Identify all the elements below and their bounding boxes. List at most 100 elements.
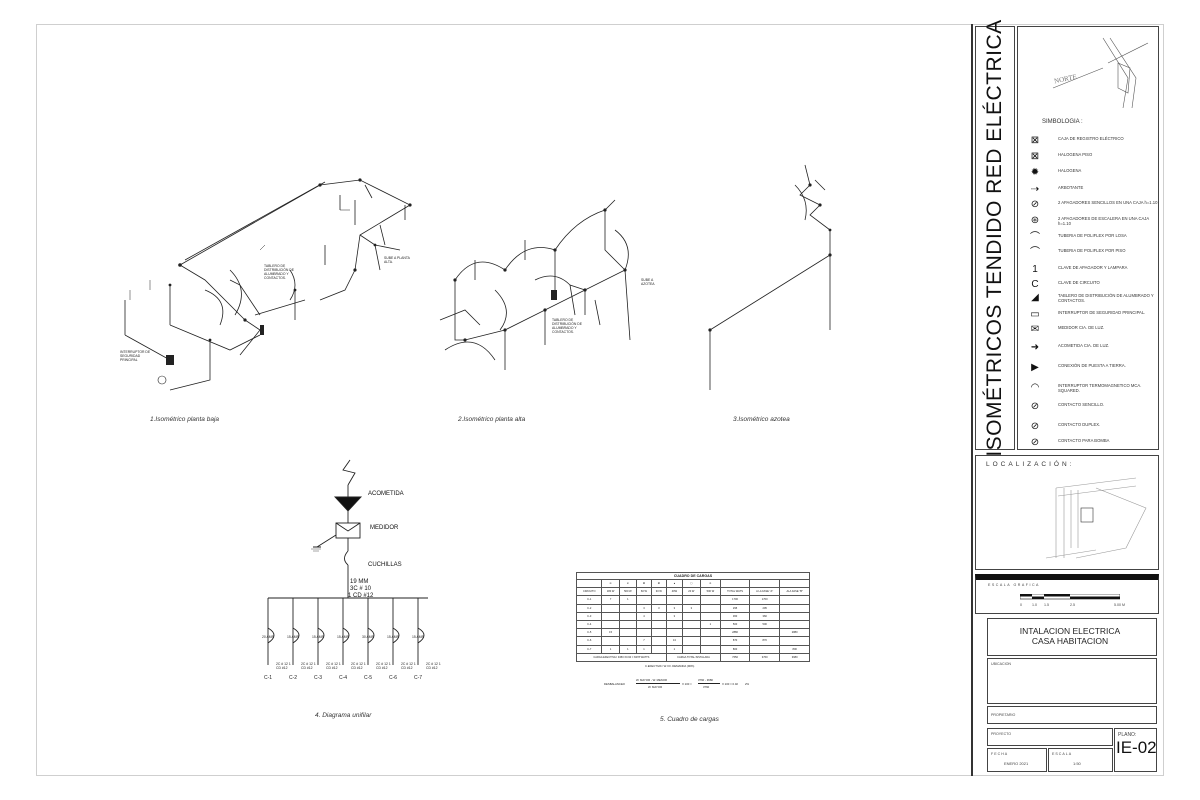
load-table-cell [618,603,637,613]
load-table-cell: 1700 [720,595,750,605]
legend-item: ◢TABLERO DE DISTRIBUCIÓN DE ALUMBRADO Y … [1018,292,1160,306]
single-outlet-icon: ⊘ [1030,401,1040,412]
symbol-sconce-icon: ▢ [682,578,701,589]
load-table-cell: 3 [650,603,667,613]
load-table-cell: 1 [618,644,637,654]
load-table-cell: 1 [699,619,722,630]
propietario-box: PROPIETARIO [987,706,1157,724]
single-line-diagram [267,459,428,665]
formula-denominator: W. MAYOR [648,685,663,689]
scale-tick-1: 1.0 [1032,603,1037,607]
ground-connection-icon: ▶ [1031,362,1039,373]
scale-tick-0: 0 [1020,603,1022,607]
load-table-cell [635,595,652,605]
load-table-cell: 15 [601,628,620,638]
project-title-line1: INTALACION ELECTRICA [1019,626,1121,636]
legend-item-label: 2 APAGADORES DE ESCALERA EN UNA CAJA h=1… [1058,216,1149,226]
load-table-cell [779,603,810,613]
breaker-amp-1: 20 AMP [262,635,274,639]
load-footer-total: 7650 [720,652,750,662]
circuit-label-6: C-6 [389,675,398,681]
load-header: 40W [665,587,684,597]
load-footer-efectiva: CARGA EFECTIVA= 9450 X0.90 = 8478 WATTS [576,652,667,662]
load-table-cell: 3 [665,611,684,621]
load-table-cell: 2880 [779,628,810,638]
legend-item: ⊘CONTACTO DUPLEX. [1018,421,1160,435]
circuit-label-2: C-2 [289,675,298,681]
breaker-wire-4: 2C # 12 1 CD #12 [351,662,366,670]
legend-item: ⊠HALOGENA PISO [1018,151,1160,165]
load-table-cell [635,619,652,630]
localizacion-label: LOCALIZACIÓN: [986,461,1075,468]
iso-alta-tag-sube: SUBE A AZOTEA [641,278,655,286]
load-table-cell [682,595,701,605]
load-table-cell [665,628,684,638]
load-table-cell: C-7 [575,644,603,654]
load-table-cell [699,636,722,646]
meter-icon: ✉ [1030,324,1040,335]
load-table-cell: 500 [748,619,781,630]
formula-numerator: W. MAYOR - W. MENOR [636,678,668,682]
isometric-roof-drawing [708,164,832,390]
breaker-wire-2: 2C # 12 1 CD #12 [301,662,316,670]
legend-item: ⊛2 APAGADORES DE ESCALERA EN UNA CAJA h=… [1018,215,1160,229]
load-table-cell: 3 [682,603,701,613]
load-table-cell [601,603,620,613]
circuit-label-3: C-3 [314,675,323,681]
formula-values-denominator: 3760 [703,685,710,689]
load-table-cell: 800 [779,644,810,654]
load-table-cell [665,595,684,605]
iso-baja-tag-tablero: TABLERO DE DISTRIBUCIÓN DE ALUMBRADO Y C… [264,264,294,280]
load-table-cell: 360 [748,611,781,621]
load-header: A LA FASE "A" [748,587,781,597]
plano-label: PLANO: [1118,732,1137,738]
load-header: CIRCUITO [575,587,603,597]
load-header: 20 W [682,587,701,597]
breaker-amp-2: 15 AMP [287,635,299,639]
plano-box: PLANO: [1114,728,1157,772]
load-header: 180 W [601,587,620,597]
breaker-amp-7: 15 AMP [412,635,424,639]
propietario-label: PROPIETARIO [991,713,1016,717]
desbalanceo-label: DESBALANCEO [604,682,625,686]
legend-item-label: MEDIDOR CIA. DE LUZ. [1058,325,1105,330]
load-header: TOTAL WATS [720,587,750,597]
legend-item-label: CONTACTO DUPLEX. [1058,422,1101,427]
load-table-cell [618,611,637,621]
escala-label: ESCALA [1052,752,1073,756]
load-table-cell [779,619,810,630]
proyecto-label: PROYECTO [991,732,1012,736]
graphic-scale-bar [1020,594,1120,600]
escala-grafica-label: ESCALA GRAFICA [988,583,1040,587]
load-table-cell: C-2 [575,603,603,613]
formula-values-numerator: 3760 - 3680 [698,678,713,682]
load-footer-label: CARGA TOTAL INSTALADA [665,652,722,662]
load-table-cell [650,619,667,630]
breaker-wire-1: 2C # 12 1 CD #12 [276,662,291,670]
load-table-cell [682,636,701,646]
legend-item-label: ACOMETIDA CIA. DE LUZ. [1058,343,1110,348]
legend-item: ⊘CONTACTO SENCILLO. [1018,401,1160,415]
symbol-halogen-icon: ● [665,578,684,589]
load-table-cell: C-5 [575,628,603,638]
breaker-amp-3: 15 AMP [312,635,324,639]
legend-item: ✹HALOGENA [1018,167,1160,181]
legend-item-label: INTERRUPTOR TERMOMAGNETICO MCA. SQUARED. [1058,383,1142,393]
legend-item-label: INTERRUPTOR DE SEGURIDAD PRINCIPAL. [1058,310,1146,315]
slab-conduit-icon: ⌒ [1030,232,1040,243]
legend-item-label: CONTACTO PARA BOMBA [1058,438,1110,443]
isometric-ground-floor-drawing [124,178,412,391]
load-table: CUADRO DE CARGAS ⊘ ⊘ ⊠ ⊠ ● ▢ ⊘ CIRCUITO … [575,572,810,662]
load-header: 500 W [699,587,722,597]
load-table-cell: 1 [618,595,637,605]
ubicacion-box: UBICACION [987,658,1157,704]
legend-item-label: TUBERIA DE POLIFLEX POR PISO [1058,248,1126,253]
unifilar-medidor-label: MEDIDOR [370,525,399,531]
load-table-cell: 295 [748,603,781,613]
legend-item-label: HALOGENA PISO [1058,152,1093,157]
load-table-cell [779,611,810,621]
